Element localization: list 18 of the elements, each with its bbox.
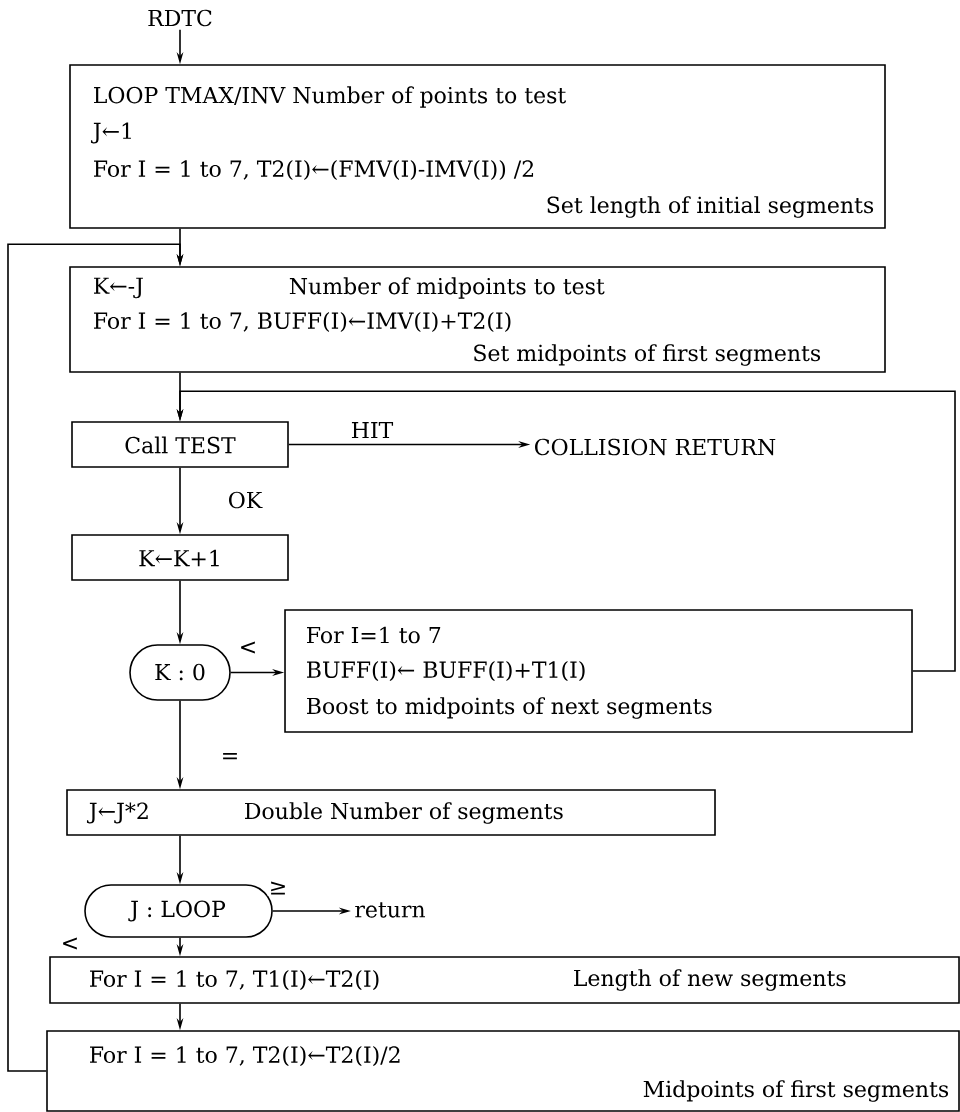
process-box: For I = 1 to 7, T1(I)←T2(I) Length of new segments bbox=[49, 956, 960, 1004]
edge-label: HIT bbox=[349, 420, 395, 440]
process-box: K←-J Number of midpoints to test For I = 1 to 7, BUFF(I)←IMV(I)+T2(I) Set midpoints of first segments bbox=[69, 266, 886, 373]
arrow bbox=[7, 243, 184, 1072]
edge-label: OK bbox=[226, 490, 264, 510]
edge-label: < bbox=[59, 936, 81, 952]
process-box: J←J*2 Double Number of segments bbox=[66, 789, 716, 836]
process-box: For I = 1 to 7, T2(I)←T2(I)/2 Midpoints of first segments bbox=[46, 1030, 960, 1112]
edge-label: ≥ bbox=[267, 880, 289, 896]
process-box: Call TEST bbox=[71, 421, 289, 468]
flow-text: return bbox=[355, 902, 425, 918]
flow-text: RDTC bbox=[148, 9, 212, 27]
flow-text: COLLISION RETURN bbox=[535, 438, 776, 456]
process-box: K←K+1 bbox=[71, 534, 289, 581]
process-box: LOOP TMAX/INV Number of points to test J←1 For I = 1 to 7, T2(I)←(FMV(I)-IMV(I)) /2 Set length of initial segments bbox=[69, 64, 886, 229]
process-box: For I=1 to 7 BUFF(I)← BUFF(I)+T1(I) Boost to midpoints of next segments bbox=[284, 609, 913, 733]
edge-label: < bbox=[237, 640, 259, 656]
edge-label: = bbox=[219, 751, 241, 765]
